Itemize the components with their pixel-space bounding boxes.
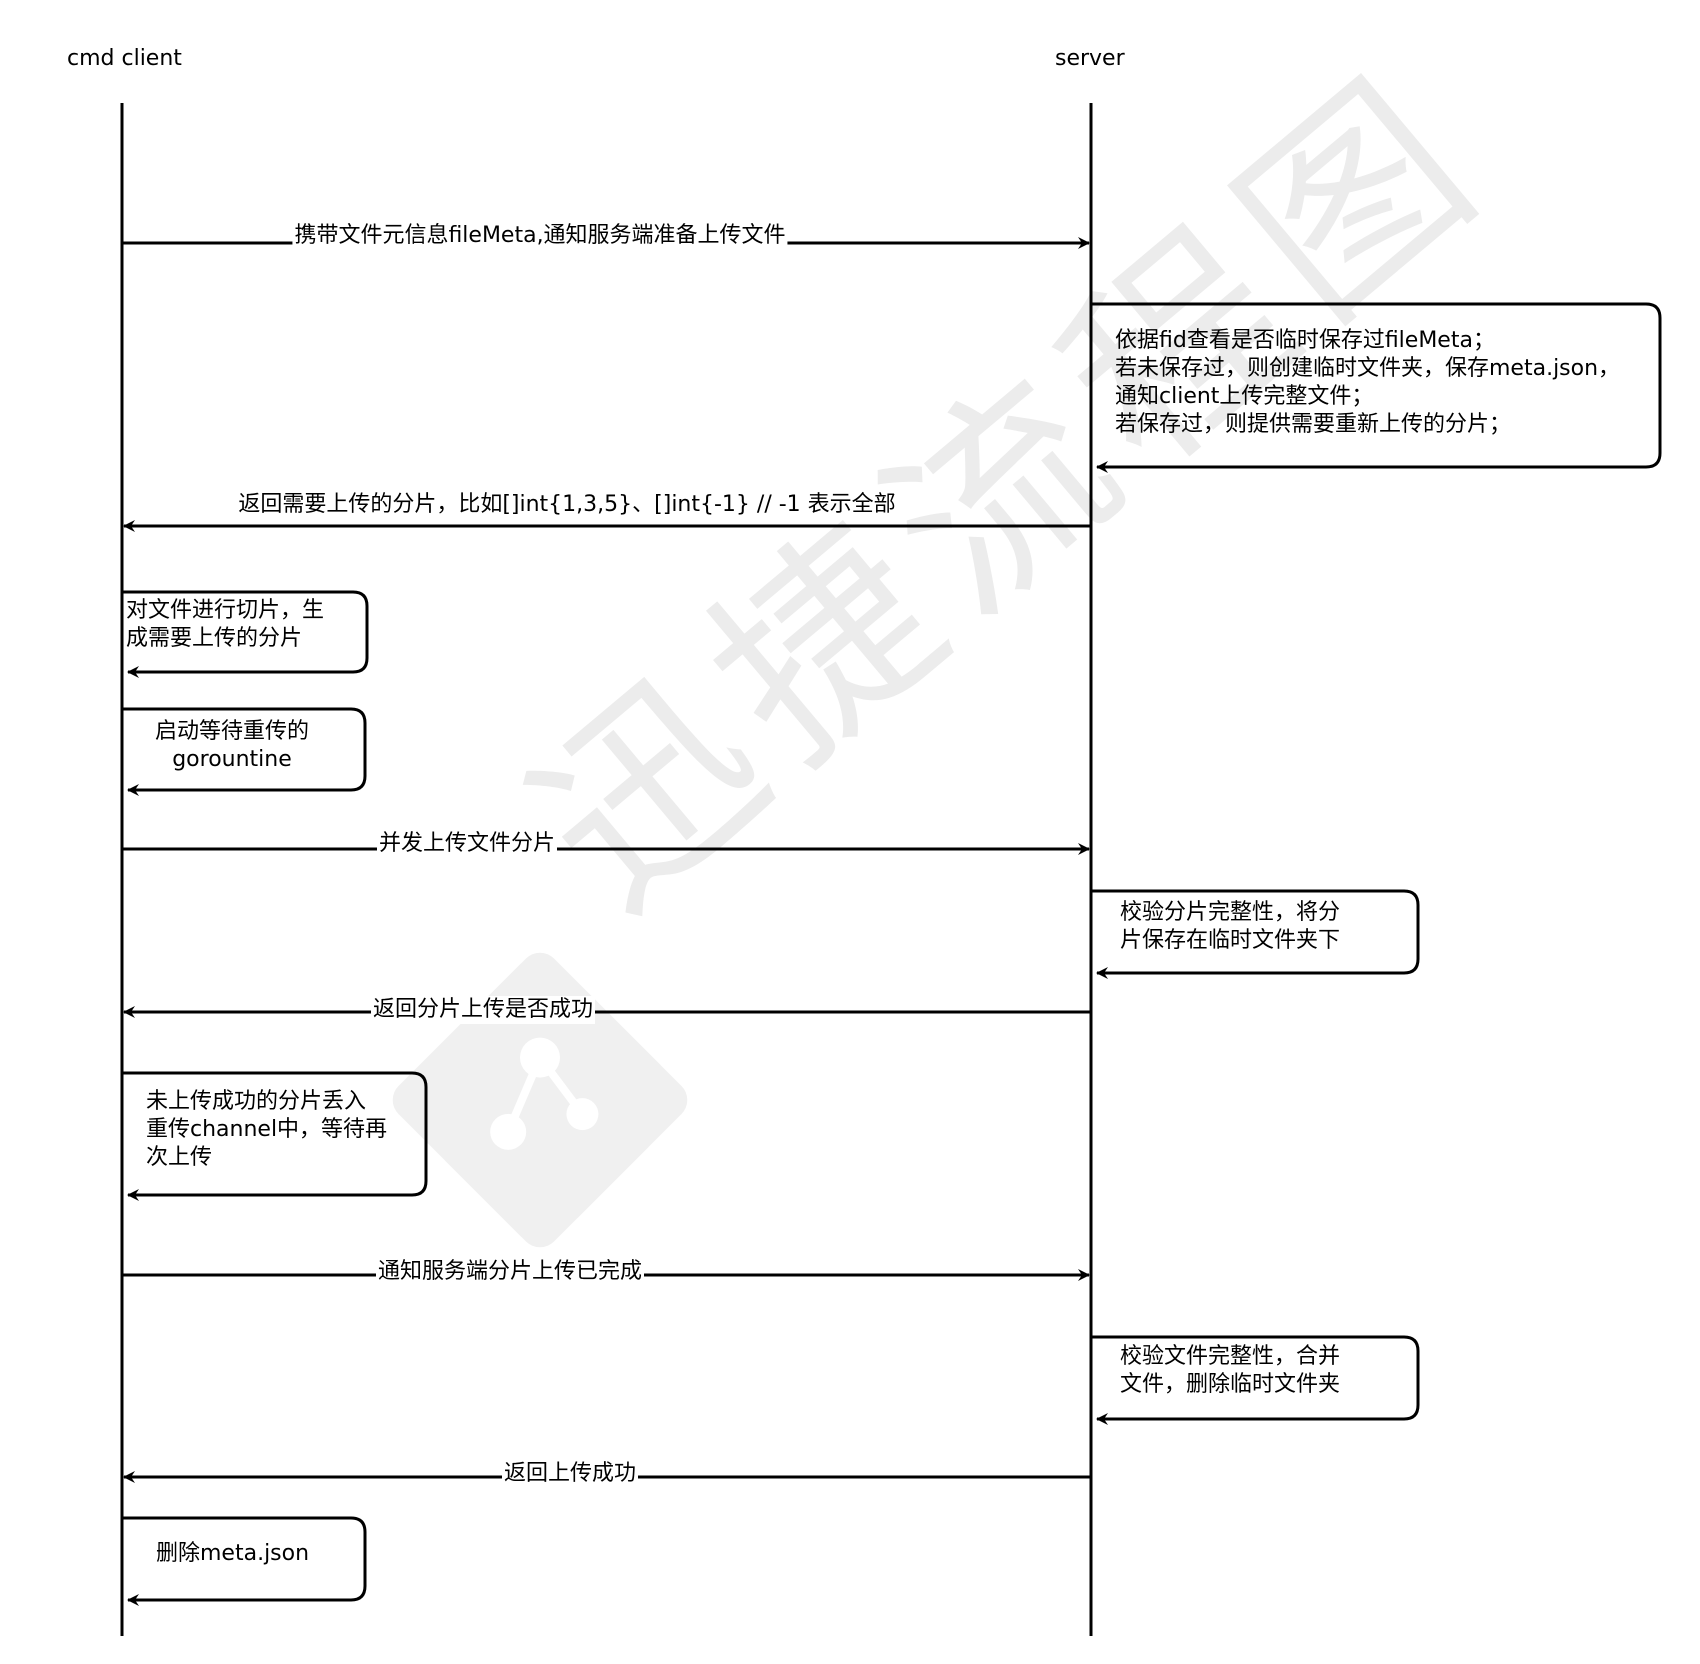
lifelines-group bbox=[120, 103, 1093, 1636]
client-note-delete-meta: 删除meta.json bbox=[156, 1541, 310, 1566]
self-call-arrow-10 bbox=[1091, 1335, 1420, 1425]
client-note-retry-channel: 未上传成功的分片丢入 重传channel中，等待再 次上传 bbox=[146, 1089, 388, 1170]
message-arrows-group bbox=[122, 237, 1091, 1483]
client-note-slice-file: 对文件进行切片，生 成需要上传的分片 bbox=[126, 598, 325, 651]
self-call-arrow-12 bbox=[122, 1516, 367, 1606]
client-note-start-goroutine: 启动等待重传的 gorountine bbox=[154, 719, 309, 772]
message-label-3: 并发上传文件分片 bbox=[376, 830, 558, 858]
watermark-diamond-icon bbox=[392, 952, 688, 1248]
message-label-2: 返回需要上传的分片，比如[]int{1,3,5}、[]int{-1} // -1… bbox=[236, 491, 898, 519]
message-label-1: 携带文件元信息fileMeta,通知服务端准备上传文件 bbox=[292, 222, 788, 250]
self-call-arrow-1 bbox=[1091, 302, 1662, 473]
message-label-6: 返回上传成功 bbox=[501, 1460, 639, 1488]
message-label-5: 通知服务端分片上传已完成 bbox=[375, 1258, 645, 1286]
participant-server-label: server bbox=[1055, 46, 1125, 71]
server-note-check-filemeta: 依据fid查看是否临时保存过fileMeta； 若未保存过，则创建临时文件夹，保… bbox=[1115, 328, 1621, 437]
self-note-shapes-group bbox=[122, 302, 1662, 1606]
self-call-arrow-4 bbox=[122, 707, 367, 796]
server-note-merge-file: 校验文件完整性，合并 文件，删除临时文件夹 bbox=[1120, 1344, 1341, 1397]
server-note-verify-chunk: 校验分片完整性，将分 片保存在临时文件夹下 bbox=[1120, 900, 1341, 953]
participant-client-label: cmd client bbox=[67, 46, 182, 71]
self-call-arrow-6 bbox=[1091, 889, 1420, 979]
self-call-arrow-3 bbox=[122, 590, 369, 678]
message-label-4: 返回分片上传是否成功 bbox=[370, 996, 596, 1024]
self-call-arrow-8 bbox=[122, 1071, 428, 1201]
